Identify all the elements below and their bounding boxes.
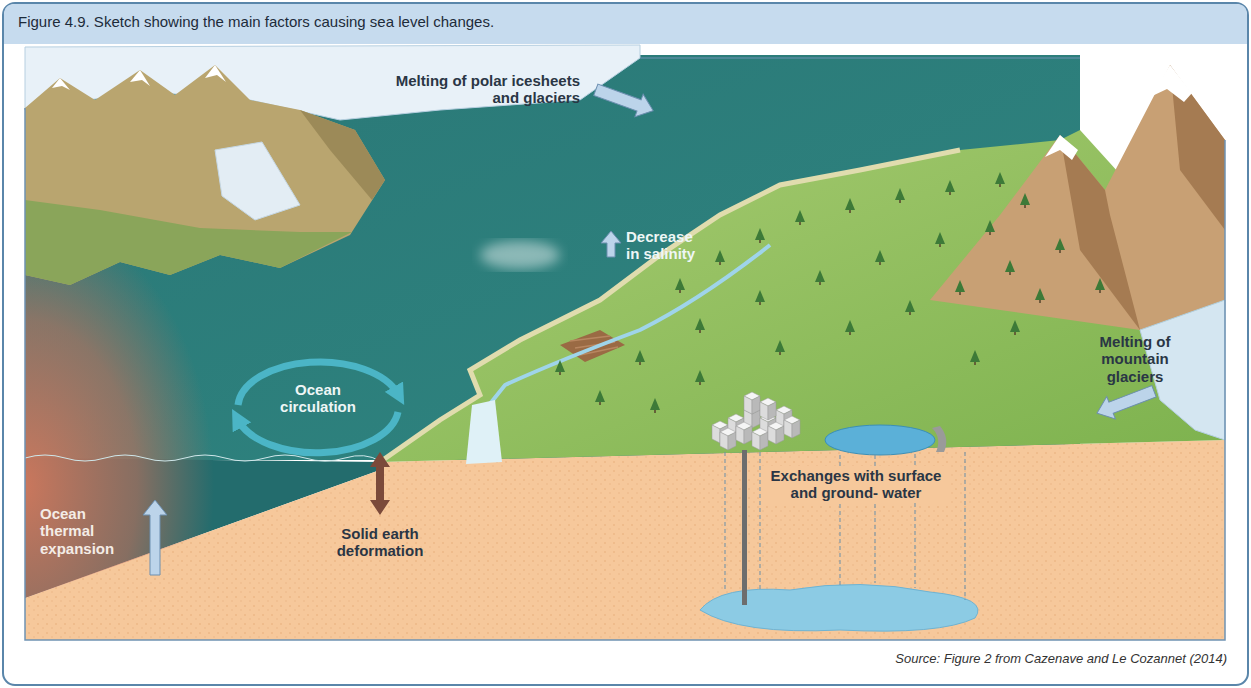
factor-label: Melting of mountain glaciers <box>1085 333 1185 385</box>
factor-label: Exchanges with surface and ground- water <box>762 466 950 503</box>
factor-label: Ocean circulation <box>273 381 363 416</box>
factor-label: Solid earth deformation <box>325 525 435 560</box>
factor-label: Ocean thermal expansion <box>40 505 122 557</box>
source-caption: Source: Figure 2 from Cazenave and Le Co… <box>895 652 1227 667</box>
factor-label: Melting of polar icesheets and glaciers <box>365 72 580 107</box>
figure-title: Figure 4.9. Sketch showing the main fact… <box>18 13 494 30</box>
factor-label: Decrease in salinity <box>626 228 706 263</box>
